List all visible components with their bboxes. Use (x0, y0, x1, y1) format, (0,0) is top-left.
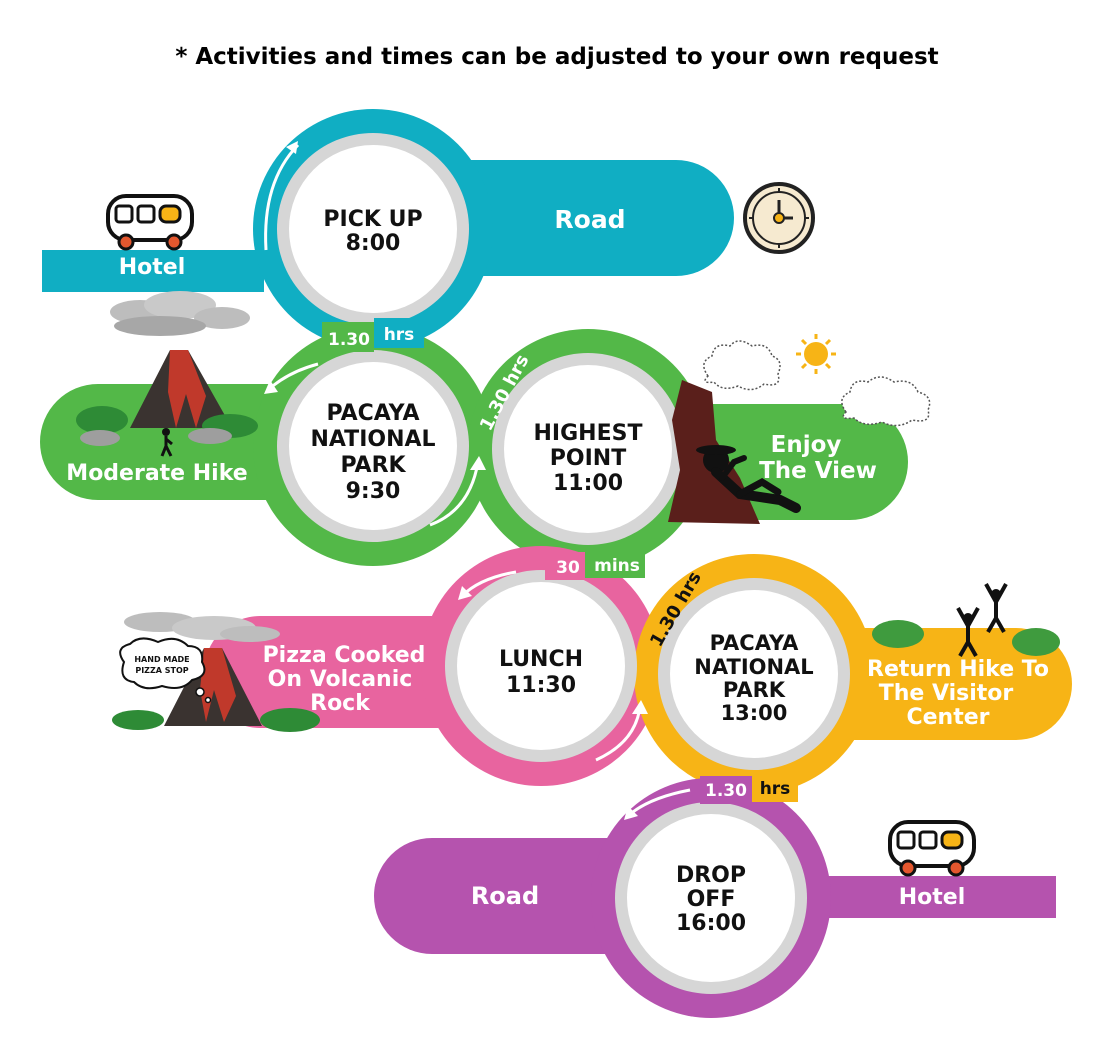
pizza-line1: Pizza Cooked (263, 643, 426, 668)
bubble-line2: PIZZA STOP (135, 666, 188, 675)
duration-tab-5-purple (700, 776, 752, 804)
lunch-disc (457, 582, 625, 750)
pacaya-line3: PARK (340, 453, 406, 478)
pizza-line3: Rock (310, 691, 371, 716)
duration-1-number: 1.30 (328, 330, 370, 350)
park2-line1: PACAYA (710, 631, 800, 655)
park2-time: 13:00 (721, 701, 788, 725)
speech-bubble-icon: HAND MADE PIZZA STOP (119, 637, 212, 704)
bus-icon (106, 194, 194, 251)
highest-arrow-head (470, 456, 486, 470)
pickup-time: 8:00 (346, 231, 401, 256)
pickup-disc (289, 145, 457, 313)
bubble-line1: HAND MADE (134, 655, 189, 664)
pacaya-time: 9:30 (346, 479, 401, 504)
header-note: * Activities and times can be adjusted t… (175, 44, 938, 70)
road-label-bottom: Road (471, 882, 539, 910)
row-pickup: Hotel Road PICK UP 8:00 (42, 109, 815, 349)
hotel-label-end: Hotel (899, 885, 966, 910)
hotel-road-strip-end (800, 876, 1056, 918)
road-band-purple (374, 838, 660, 954)
duration-tab-5-orange (752, 774, 798, 802)
highest-arrow (429, 461, 480, 527)
road-label-top: Road (554, 205, 625, 234)
bush-icon (872, 620, 1060, 656)
return-line1: Return Hike To (867, 657, 1049, 682)
dropoff-time: 16:00 (676, 911, 746, 936)
view-line1: Enjoy (771, 432, 842, 458)
duration-tab-3-green (585, 550, 645, 578)
highest-time: 11:00 (553, 471, 623, 496)
pacaya-line1: PACAYA (326, 401, 419, 426)
duration-tab-3-pink (545, 552, 585, 580)
sun-icon (796, 334, 836, 374)
cloud-icon (703, 340, 781, 391)
relaxing-person-icon (696, 445, 801, 513)
park2-line2: NATIONAL (694, 655, 813, 679)
pacaya-disc (289, 362, 457, 530)
bus-icon (888, 820, 976, 877)
pickup-title: PICK UP (323, 207, 422, 232)
lunch-time: 11:30 (506, 673, 576, 698)
park2-disc (670, 590, 838, 758)
pacaya-line2: NATIONAL (310, 427, 435, 452)
highest-line1: HIGHEST (534, 421, 643, 446)
duration-tab-1-teal (374, 318, 424, 348)
hotel-road-strip (42, 250, 264, 292)
park2-line3: PARK (723, 678, 786, 702)
row-lunch-return: 30 mins 1.30 hrs Pizza Cooked On Volcani… (112, 546, 1072, 794)
duration-1-unit: hrs (384, 325, 415, 345)
duration-tab-1-green (322, 322, 374, 352)
return-line2: The Visitor (879, 681, 1014, 706)
duration-5-number: 1.30 (705, 781, 747, 801)
pizza-line2: On Volcanic (268, 667, 413, 692)
pickup-arrow-head (286, 141, 298, 154)
pizza-band-pink (204, 616, 470, 728)
row-dropoff: 1.30 hrs Road DROP OFF 16:00 Hotel (374, 774, 1056, 1018)
volcano-icon (112, 612, 320, 732)
hotel-label-start: Hotel (119, 255, 186, 280)
pacaya-arrow-head (264, 380, 278, 394)
duration-3-unit: mins (594, 556, 640, 576)
volcano-icon (76, 291, 258, 446)
hike-label: Moderate Hike (66, 461, 247, 486)
pickup-arrow (264, 143, 300, 251)
duration-5-unit: hrs (760, 779, 791, 799)
park2-arrow-head (632, 700, 648, 714)
cheering-people-icon (956, 583, 1008, 657)
return-line3: Center (906, 705, 989, 730)
highest-line2: POINT (550, 446, 626, 471)
dropoff-disc (627, 814, 795, 982)
dropoff-line2: OFF (687, 887, 736, 912)
hiker-icon (160, 428, 173, 457)
highest-disc (504, 365, 672, 533)
view-line2: The View (759, 458, 877, 484)
row-pacaya-highest: 1.30 hrs 1.30 hrs Moderate Hike PACAYA N… (40, 291, 931, 569)
clock-icon (743, 182, 815, 254)
lunch-arrow-head (458, 586, 472, 600)
lunch-title: LUNCH (499, 647, 583, 672)
dropoff-line1: DROP (676, 863, 746, 888)
cloud-icon (841, 376, 931, 427)
dropoff-arrow-head (624, 806, 638, 820)
duration-3-number: 30 (556, 558, 580, 578)
